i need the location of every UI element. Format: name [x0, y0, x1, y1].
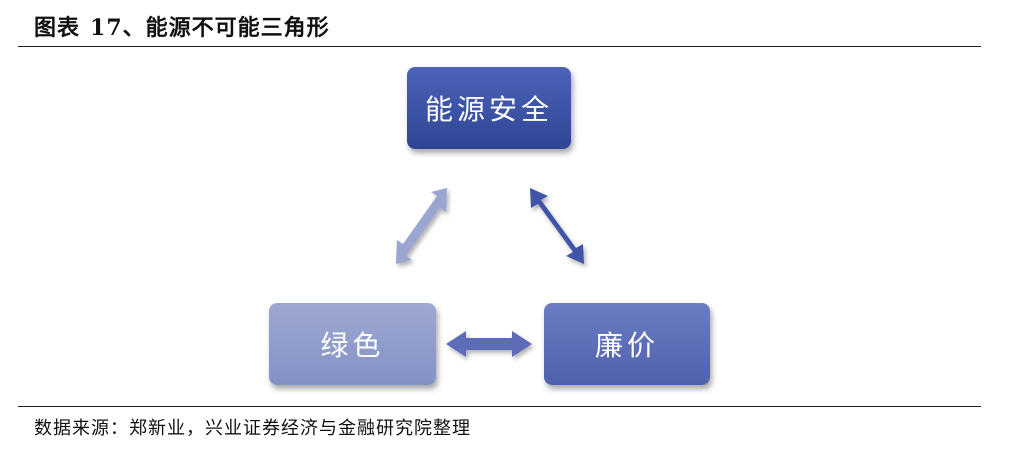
top-divider: [18, 46, 981, 47]
source-note: 数据来源：郑新业，兴业证券经济与金融研究院整理: [34, 418, 471, 439]
node-green: 绿色: [269, 303, 436, 385]
double-arrow-green-cheap: [446, 331, 532, 357]
figure-title: 图表 17、能源不可能三角形: [34, 10, 330, 42]
figure-title-label: 图表: [34, 15, 81, 41]
figure-title-text: 17、能源不可能三角形: [90, 15, 330, 41]
node-cheap: 廉价: [544, 303, 710, 385]
bottom-divider: [18, 406, 981, 407]
double-arrow-security-green: [396, 188, 447, 264]
node-energy-security: 能源安全: [407, 67, 571, 149]
double-arrow-security-cheap: [530, 188, 584, 264]
